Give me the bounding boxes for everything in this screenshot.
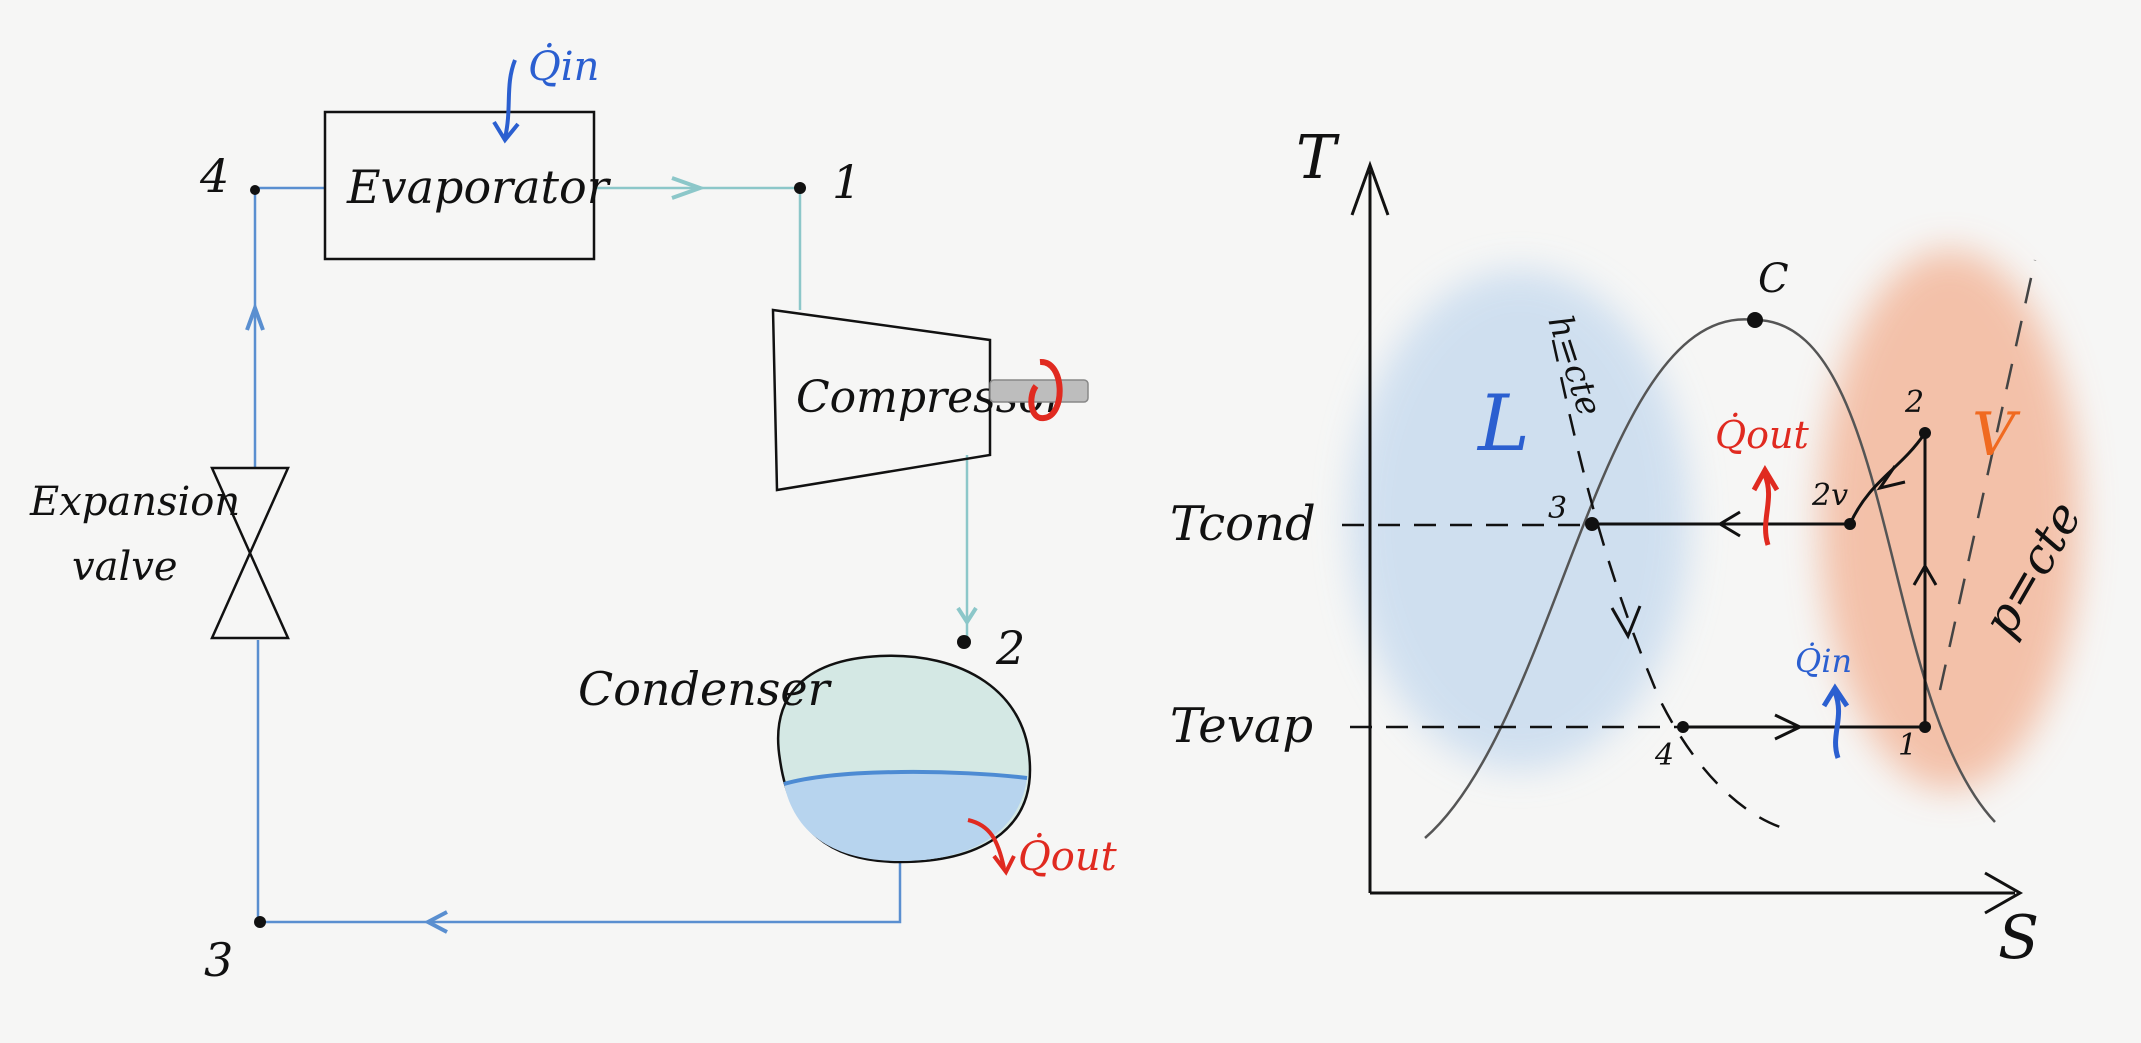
ts-heat-out-label: Q̇out: [1715, 413, 1810, 457]
condenser-label: Condenser: [578, 662, 833, 716]
heat-out-label: Q̇out: [1018, 833, 1118, 880]
state-point-2-dot: [1919, 427, 1931, 439]
state-point-3-dot: [1585, 517, 1599, 531]
state-point-4-dot: [1677, 721, 1689, 733]
flow-arrow-up-icon: [245, 302, 265, 331]
heat-in-arrow-icon: [492, 59, 520, 144]
vapor-region-wash: [1820, 250, 2080, 790]
node-1-dot: [794, 182, 806, 194]
isenthalp-dashed-line: [1551, 339, 1791, 832]
tevap-label: Tevap: [1170, 698, 1313, 754]
node-4-dot: [250, 185, 260, 195]
shaft-rotation-icon: [1028, 359, 1063, 421]
pipe-condenser-to-3: [260, 862, 902, 924]
compressor-shaft: [989, 379, 1089, 403]
desuperheat-arrow-icon: [1876, 465, 1906, 491]
node-3-label: 3: [204, 933, 233, 987]
ts-diagram: T S C Tcond Tevap h=cte p=cte L V: [1170, 123, 2093, 973]
state-point-4-label: 4: [1654, 738, 1674, 773]
vapor-region-label: V: [1972, 400, 2021, 470]
expansion-valve-label-line2: valve: [72, 544, 178, 590]
t-axis-arrowhead-icon: [1350, 160, 1390, 216]
liquid-region-label: L: [1476, 379, 1530, 469]
desuperheat-curve-2-2v: [1848, 432, 1927, 525]
condenser-liquid: [784, 771, 1027, 861]
evaporation-arrow-icon: [1774, 713, 1804, 741]
flow-arrow-left-icon: [423, 910, 448, 934]
isobar-dashed-line: [1938, 259, 2037, 691]
ts-heat-in-label: Q̇in: [1795, 642, 1852, 680]
state-point-1-dot: [1919, 721, 1931, 733]
heat-in-label: Q̇in: [528, 43, 599, 90]
state-point-2v-label: 2v: [1811, 478, 1848, 513]
condenser-liquid-surface: [783, 769, 1028, 786]
critical-point-dot: [1747, 312, 1763, 328]
expansion-valve-label-line1: Expansion: [29, 479, 240, 525]
heat-out-arrow-icon: [967, 818, 1016, 876]
evaporator-label: Evaporator: [346, 160, 612, 214]
evaporator-box: [323, 110, 596, 261]
tcond-label: Tcond: [1170, 496, 1316, 552]
node-2-label: 2: [995, 621, 1025, 675]
s-axis-label: S: [1998, 903, 2039, 973]
critical-point-label: C: [1758, 256, 1789, 302]
node-2-dot: [957, 635, 971, 649]
compression-arrow-icon: [1912, 563, 1938, 586]
s-axis-arrowhead-icon: [1984, 871, 2024, 915]
ts-heat-in-arrow-icon: [1821, 683, 1850, 759]
node-4-label: 4: [199, 149, 229, 203]
t-axis-label: T: [1296, 123, 1340, 193]
ts-heat-out-arrow-icon: [1751, 464, 1780, 546]
state-point-1-label: 1: [1898, 728, 1917, 763]
liquid-region-wash: [1350, 270, 1690, 770]
state-point-2v-dot: [1844, 518, 1856, 530]
condensation-arrow-icon: [1717, 510, 1741, 538]
compressor-body: [771, 308, 992, 492]
expansion-valve-symbol: [210, 466, 290, 640]
node-3-dot: [254, 916, 266, 928]
flow-arrow-right-icon: [671, 176, 706, 200]
cycle-schematic: Evaporator Compressor Condenser Expansio…: [29, 43, 1118, 987]
state-point-2-label: 2: [1904, 385, 1924, 420]
node-1-label: 1: [832, 155, 861, 209]
isenthalp-arrow-icon: [1610, 605, 1642, 640]
state-point-3-label: 3: [1548, 491, 1567, 526]
flow-arrow-down-icon: [956, 606, 978, 626]
